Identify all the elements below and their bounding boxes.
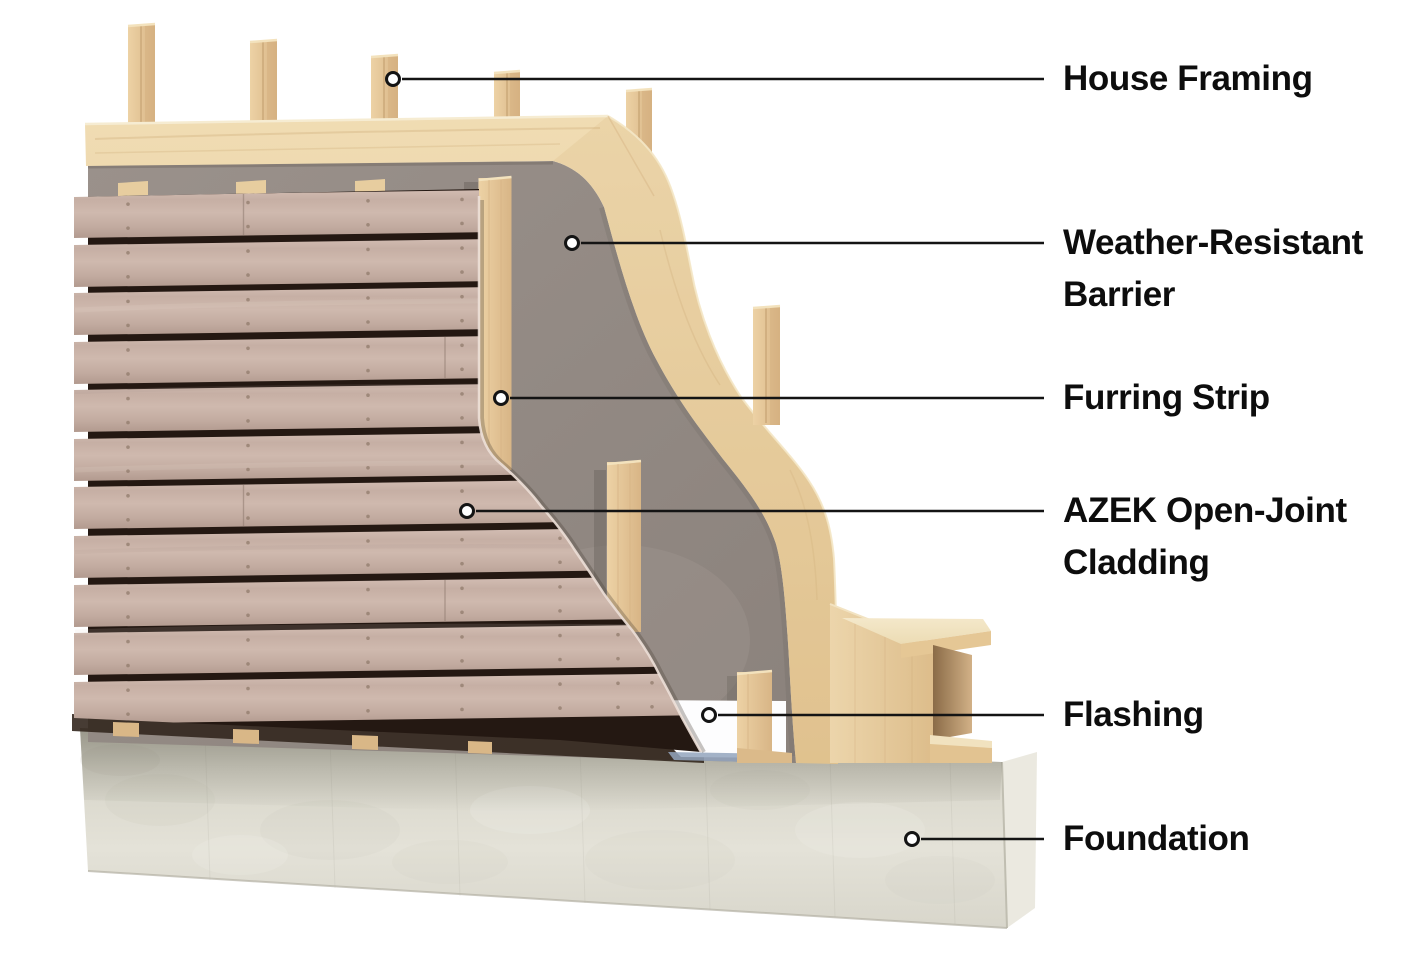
cladding-under-shadow	[72, 714, 704, 763]
callout-text: AZEK Open-Joint	[1063, 491, 1347, 530]
callout-lines	[385, 71, 1044, 847]
furring-strip-flashing	[736, 669, 792, 763]
cladding-edge-shadow	[480, 200, 706, 753]
stud	[249, 38, 278, 128]
callout-label-foundation: Foundation	[1063, 813, 1250, 865]
callout-label-furring-strip: Furring Strip	[1063, 372, 1270, 424]
stud	[370, 53, 399, 126]
callout-text: Cladding	[1063, 543, 1210, 582]
board-seams	[242, 194, 446, 621]
stud	[127, 22, 156, 127]
callout-label-house-framing: House Framing	[1063, 53, 1313, 105]
callout-text: Weather-Resistant	[1063, 223, 1363, 262]
stud-on-curve	[752, 304, 781, 425]
stud	[493, 69, 521, 124]
cladding-edge-highlight	[477, 196, 703, 753]
callout-text: Flashing	[1063, 695, 1204, 734]
callout-label-azek-open-joint-cladding: AZEK Open-Joint Cladding	[1063, 485, 1347, 589]
callout-text: Barrier	[1063, 275, 1175, 314]
furring-strips	[118, 175, 642, 632]
callout-label-weather-resistant-barrier: Weather-Resistant Barrier	[1063, 217, 1363, 321]
foundation-shape	[80, 728, 1037, 929]
callout-text: Foundation	[1063, 819, 1250, 858]
callout-label-flashing: Flashing	[1063, 689, 1204, 741]
callout-text: Furring Strip	[1063, 378, 1270, 417]
furring-strip-full	[478, 175, 512, 470]
callout-text: House Framing	[1063, 59, 1313, 98]
rim-joist-assembly	[829, 603, 992, 763]
